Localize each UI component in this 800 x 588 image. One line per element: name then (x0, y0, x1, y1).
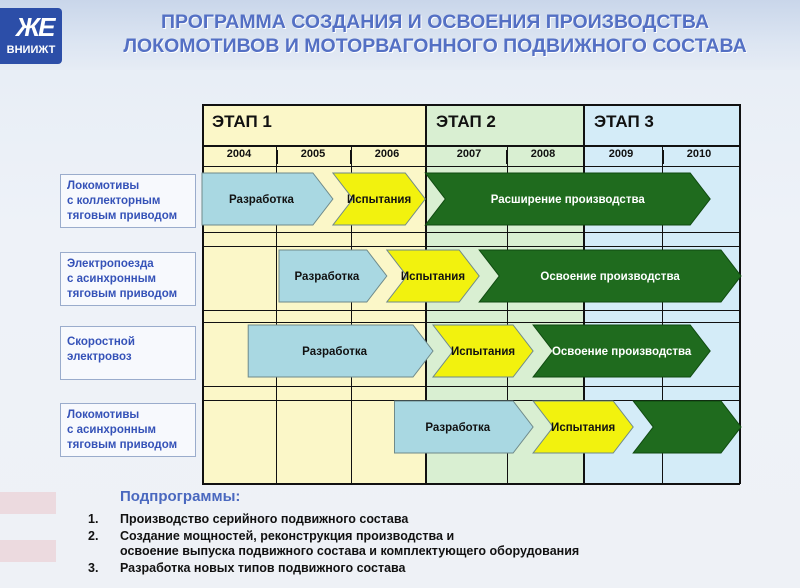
grid-line (202, 104, 740, 106)
row-label-line: тяговым приводом (67, 439, 178, 451)
list-item: 3. Разработка новых типов подвижного сос… (88, 561, 788, 576)
year-label: 2008 (530, 148, 556, 160)
list-text: Производство серийного подвижного состав… (120, 512, 409, 526)
decor-block (0, 492, 56, 514)
row-label-line: Локомотивы (67, 409, 140, 421)
grid-line (202, 145, 740, 147)
phase-label-dev: Разработка (302, 346, 367, 358)
phase-arrow-prod (532, 324, 711, 378)
phase-label-test: Испытания (551, 422, 615, 434)
grid-line (202, 310, 740, 311)
phase-label-test: Испытания (451, 346, 515, 358)
logo: ЖЕ ВНИИЖТ (0, 8, 62, 64)
phase-label-test: Испытания (347, 194, 411, 206)
subprograms-list: 1. Производство серийного подвижного сос… (88, 512, 788, 578)
list-text: Разработка новых типов подвижного состав… (120, 561, 406, 575)
stage-3-label: ЭТАП 3 (594, 112, 654, 131)
header-band (0, 0, 800, 70)
title-line-1: ПРОГРАММА СОЗДАНИЯ И ОСВОЕНИЯ ПРОИЗВОДСТ… (160, 11, 710, 33)
subprograms-title: Подпрограммы: (120, 488, 241, 505)
row-label-collector-locomotives: Локомотивы с коллекторным тяговым привод… (60, 174, 196, 228)
stage-1-label: ЭТАП 1 (212, 112, 272, 131)
grid-line (202, 166, 740, 167)
phase-arrow-dev (394, 400, 534, 454)
phase-arrow-prod (632, 400, 742, 454)
grid-line (202, 104, 204, 484)
phase-label-dev: Разработка (425, 422, 490, 434)
phase-label-prod: Освоение производства (540, 271, 680, 283)
logo-text: ВНИИЖТ (6, 44, 56, 56)
year-label: 2010 (686, 148, 712, 160)
list-text: Создание мощностей, реконструкция произв… (120, 529, 455, 543)
phase-label-prod: Расширение производства (491, 194, 646, 206)
row-label-highspeed-locomotive: Скоростной электровоз (60, 326, 196, 380)
grid-line (276, 147, 277, 484)
list-text: освоение выпуска подвижного состава и ко… (120, 544, 580, 558)
list-number: 1. (88, 512, 99, 526)
row-label-line: тяговым приводом (67, 288, 178, 300)
row-label-line: Скоростной (67, 336, 135, 348)
year-label: 2007 (456, 148, 482, 160)
grid-line (202, 483, 740, 485)
grid-line (507, 147, 508, 484)
year-label: 2006 (374, 148, 400, 160)
grid-line (202, 246, 740, 247)
grid-line (739, 104, 741, 484)
year-divider (276, 150, 278, 164)
phase-label-dev: Разработка (294, 271, 359, 283)
phase-arrow-test (431, 324, 534, 378)
list-item: 1. Производство серийного подвижного сос… (88, 512, 788, 527)
row-label-line: с асинхронным (67, 273, 157, 285)
stage-2-label: ЭТАП 2 (436, 112, 496, 131)
decor-block (0, 540, 56, 562)
phase-arrow-dev (201, 172, 334, 226)
year-label: 2004 (226, 148, 252, 160)
phase-arrow-dev (278, 249, 388, 303)
phase-arrow-prod (424, 172, 711, 226)
row-label-line: Локомотивы (67, 180, 140, 192)
phase-arrow-prod (478, 249, 742, 303)
year-label: 2009 (608, 148, 634, 160)
title-line-2: ЛОКОМОТИВОВ И МОТОРВАГОННОГО ПОДВИЖНОГО … (123, 35, 747, 57)
logo-mark: ЖЕ (16, 12, 55, 42)
grid-line (202, 232, 740, 233)
year-divider (662, 150, 664, 164)
list-item: 2. Создание мощностей, реконструкция про… (88, 529, 788, 559)
row-label-async-locomotives: Локомотивы с асинхронным тяговым приводо… (60, 403, 196, 457)
row-label-electric-trains: Электропоезда с асинхронным тяговым прив… (60, 252, 196, 306)
year-label: 2005 (300, 148, 326, 160)
phase-arrow-test (532, 400, 634, 454)
row-label-line: тяговым приводом (67, 210, 178, 222)
row-label-line: с коллекторным (67, 195, 161, 207)
phase-label-dev: Разработка (229, 194, 294, 206)
phase-arrow-dev (247, 324, 434, 378)
list-number: 3. (88, 561, 99, 575)
row-label-line: электровоз (67, 351, 132, 363)
phase-label-test: Испытания (401, 271, 465, 283)
grid-line (202, 322, 740, 323)
grid-line (662, 147, 663, 484)
page-title: ПРОГРАММА СОЗДАНИЯ И ОСВОЕНИЯ ПРОИЗВОДСТ… (90, 10, 780, 58)
phase-arrow-test (385, 249, 480, 303)
phase-arrow-test (331, 172, 426, 226)
grid-line (351, 147, 352, 484)
list-number: 2. (88, 529, 99, 543)
row-label-line: с асинхронным (67, 424, 157, 436)
grid-line (202, 386, 740, 387)
row-label-line: Электропоезда (67, 258, 154, 270)
phase-label-prod: Освоение производства (552, 346, 692, 358)
